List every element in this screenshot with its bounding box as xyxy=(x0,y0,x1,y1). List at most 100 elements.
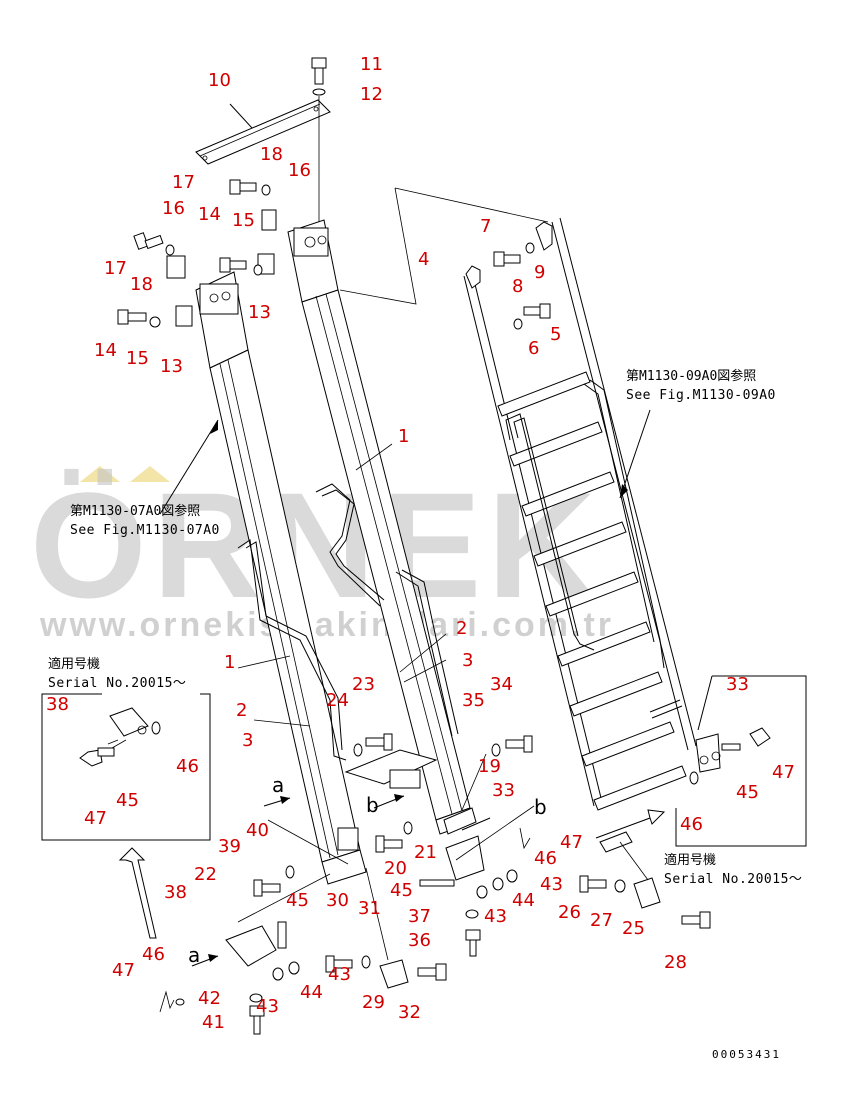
callout-46-left: 46 xyxy=(142,944,165,965)
ref-right-jp: 第M1130-09A0図参照 xyxy=(626,368,756,384)
view-letter-a-top: a xyxy=(272,773,284,797)
washer-15-left xyxy=(149,316,161,328)
watermark-accent-right xyxy=(130,466,170,482)
collar-44-b xyxy=(288,961,300,975)
watermark-url: www.ornekismakinalari.com.tr xyxy=(39,606,614,644)
callout-3-left: 3 xyxy=(242,730,253,751)
bracket-22 xyxy=(225,925,277,967)
callout-7: 7 xyxy=(480,216,491,237)
callout-25: 25 xyxy=(622,918,645,939)
callout-46-center: 46 xyxy=(534,848,557,869)
callout-14: 14 xyxy=(94,340,117,361)
callout-29: 29 xyxy=(362,992,385,1013)
callout-4: 4 xyxy=(418,249,429,270)
callout-17: 17 xyxy=(104,258,127,279)
serial-right-jp: 適用号機 xyxy=(664,852,716,868)
hollow-arrow-left xyxy=(118,847,157,939)
bracket-25 xyxy=(633,877,661,909)
washer-31 xyxy=(361,955,371,969)
pin-45-left xyxy=(277,921,287,949)
ladder-steps xyxy=(497,371,687,811)
wire-46-center xyxy=(519,827,531,850)
washer-42 xyxy=(249,993,263,1003)
callout-43-a: 43 xyxy=(540,874,563,895)
callout-46-box: 46 xyxy=(176,756,199,777)
callout-43-c: 43 xyxy=(256,996,279,1017)
fitting-47 xyxy=(599,831,633,853)
drawing-code: 00053431 xyxy=(712,1048,781,1061)
callout-30: 30 xyxy=(326,890,349,911)
bolt-36 xyxy=(465,929,481,957)
bolt-41 xyxy=(249,1005,265,1035)
callout-44-a: 44 xyxy=(512,890,535,911)
bolt-26 xyxy=(579,875,607,893)
serial-box-left: 適用号機 Serial No.20015～ xyxy=(41,656,211,841)
bolt-17-center xyxy=(229,179,257,195)
hook-4 xyxy=(465,265,481,289)
nut-43-a xyxy=(476,885,488,899)
callout-28: 28 xyxy=(664,952,687,973)
bolt-14-mid xyxy=(219,257,247,273)
callout-38-box: 38 xyxy=(46,694,69,715)
washer-37 xyxy=(465,909,479,919)
callout-40: 40 xyxy=(246,820,269,841)
callout-9: 9 xyxy=(534,262,545,283)
callout-15: 15 xyxy=(126,348,149,369)
callout-12: 12 xyxy=(360,84,383,105)
ref-left-jp: 第M1130-07A0図参照 xyxy=(70,503,200,519)
callout-47-box: 47 xyxy=(84,808,107,829)
washer-35 xyxy=(491,743,501,757)
callout-33-right: 33 xyxy=(726,674,749,695)
callout-18: 18 xyxy=(130,274,153,295)
plate-13-left xyxy=(175,305,193,327)
bolt-23 xyxy=(365,733,393,751)
callout-33-center: 33 xyxy=(492,780,515,801)
callout-36: 36 xyxy=(408,930,431,951)
callout-27: 27 xyxy=(590,910,613,931)
left-rail xyxy=(195,271,367,885)
bolt-20 xyxy=(375,835,403,853)
ref-left-en: See Fig.M1130-07A0 xyxy=(70,523,220,538)
serial-right-en: Serial No.20015～ xyxy=(664,872,802,887)
callout-31: 31 xyxy=(358,898,381,919)
callout-43-d: 43 xyxy=(328,964,351,985)
bolt-39 xyxy=(253,879,281,897)
callout-23: 23 xyxy=(352,674,375,695)
bracket-29 xyxy=(379,959,409,989)
serial-box-right: 適用号機 Serial No.20015～ xyxy=(664,675,807,887)
callout-20: 20 xyxy=(384,858,407,879)
washer-27 xyxy=(614,879,626,893)
bolt-34 xyxy=(505,735,533,753)
callout-22: 22 xyxy=(194,864,217,885)
nut-43-c xyxy=(272,967,284,981)
bolt-30 xyxy=(325,955,353,973)
pin-45-center xyxy=(419,879,455,887)
view-letter-a-bottom: a xyxy=(188,943,200,967)
callout-45-right: 45 xyxy=(736,782,759,803)
callout-5: 5 xyxy=(550,324,561,345)
washer-9 xyxy=(525,242,535,254)
callout-39: 39 xyxy=(218,836,241,857)
callout-43-b: 43 xyxy=(484,906,507,927)
callout-15: 15 xyxy=(232,210,255,231)
plate-16-center xyxy=(261,209,277,231)
callout-10: 10 xyxy=(208,70,231,91)
callout-26: 26 xyxy=(558,902,581,923)
collar-44-a xyxy=(492,877,504,891)
callout-38-lower: 38 xyxy=(164,882,187,903)
bolt-14-left xyxy=(117,309,147,325)
washer-18-left xyxy=(165,244,175,256)
hook-7 xyxy=(535,221,553,251)
bolt-32 xyxy=(417,963,447,981)
hollow-arrow-right xyxy=(595,809,666,839)
callout-47-center: 47 xyxy=(560,832,583,853)
washer-18-center xyxy=(261,184,271,196)
callout-13: 13 xyxy=(248,302,271,323)
bracket-33 xyxy=(445,835,485,881)
extension-ladder xyxy=(463,217,697,811)
plate-19 xyxy=(443,807,477,835)
callout-2-left: 2 xyxy=(236,700,247,721)
callouts: 11 12 10 18 16 17 16 14 15 17 18 13 14 1… xyxy=(46,54,795,1033)
callout-3-right: 3 xyxy=(462,650,473,671)
callout-34: 34 xyxy=(490,674,513,695)
